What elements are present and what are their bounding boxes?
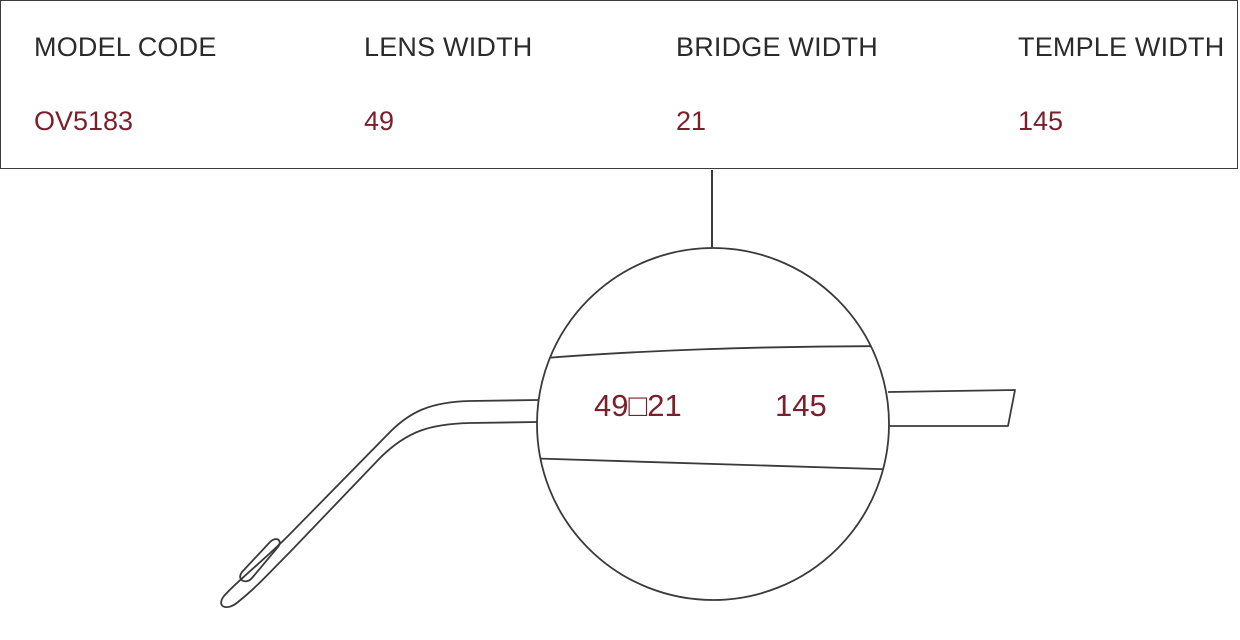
spec-table: MODEL CODE OV5183 LENS WIDTH 49 BRIDGE W… — [0, 0, 1238, 169]
spec-label-lens-width: LENS WIDTH — [364, 32, 533, 62]
spec-label-bridge-width: BRIDGE WIDTH — [676, 32, 878, 62]
spec-value-model-code: OV5183 — [34, 106, 134, 136]
engraving-temple-marking: 145 — [775, 388, 827, 423]
earpiece-slot-icon — [239, 538, 281, 583]
spec-value-lens-width: 49 — [364, 106, 395, 136]
spec-label-temple-width: TEMPLE WIDTH — [1018, 32, 1225, 62]
spec-value-temple-width: 145 — [1018, 106, 1064, 136]
magnifier-circle — [536, 247, 890, 601]
engraving-size-marking: 49□21 — [594, 388, 682, 423]
spec-value-bridge-width: 21 — [676, 106, 707, 136]
temple-arm-left — [220, 399, 539, 609]
magnified-arm-band — [537, 345, 889, 471]
temple-arm-right — [887, 389, 1016, 427]
spec-label-model-code: MODEL CODE — [34, 32, 217, 62]
